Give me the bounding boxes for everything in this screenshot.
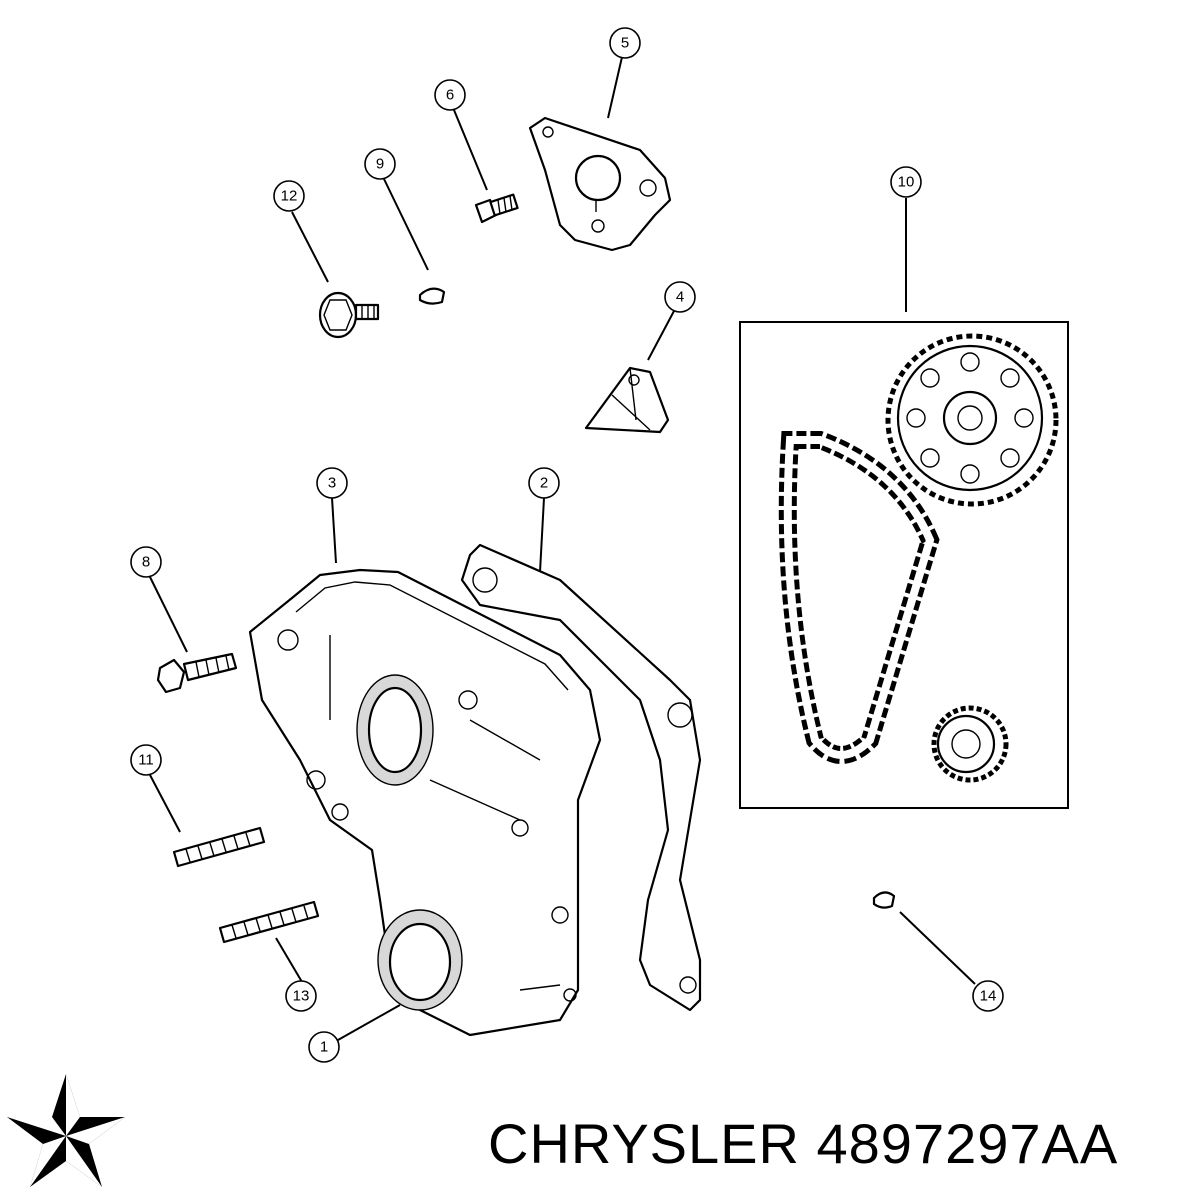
callout-13: 13 xyxy=(285,980,317,1012)
key-14-drawing xyxy=(872,891,896,909)
callout-12: 12 xyxy=(273,180,305,212)
gasket-drawing xyxy=(460,543,702,1012)
brand-caption: CHRYSLER 4897297AA xyxy=(488,1112,1188,1176)
callout-5-label: 5 xyxy=(621,35,629,52)
callout-4-label: 4 xyxy=(676,289,684,306)
callout-3-label: 3 xyxy=(328,475,336,492)
timing-chain-drawing xyxy=(778,431,940,764)
crankshaft-sprocket-drawing xyxy=(931,705,1009,783)
callout-13-label: 13 xyxy=(293,988,310,1005)
stud-13-drawing xyxy=(218,900,320,944)
stud-11-drawing xyxy=(172,826,266,868)
timing-cover-drawing xyxy=(248,568,602,1037)
callout-2: 2 xyxy=(528,467,560,499)
bracket-drawing xyxy=(584,366,670,434)
callout-3: 3 xyxy=(316,467,348,499)
callout-2-label: 2 xyxy=(540,475,548,492)
callout-9: 9 xyxy=(364,148,396,180)
callout-1: 1 xyxy=(308,1031,340,1063)
part-number: 4897297AA xyxy=(816,1112,1119,1175)
camshaft-sprocket-drawing xyxy=(885,333,1059,507)
callout-11-label: 11 xyxy=(138,752,154,769)
callout-14: 14 xyxy=(972,980,1004,1012)
callout-6-label: 6 xyxy=(446,87,454,104)
callout-10: 10 xyxy=(890,166,922,198)
callout-11: 11 xyxy=(130,744,162,776)
callout-8: 8 xyxy=(130,546,162,578)
pentastar-icon xyxy=(7,1074,125,1187)
callout-4: 4 xyxy=(664,281,696,313)
callout-10-label: 10 xyxy=(898,174,915,191)
timing-set-box xyxy=(739,321,1069,809)
bolt-12-drawing xyxy=(318,291,380,339)
brand-name: CHRYSLER xyxy=(488,1112,800,1175)
callout-1-label: 1 xyxy=(320,1039,328,1056)
plate-drawing xyxy=(528,116,672,252)
bolt-6-drawing xyxy=(474,193,519,224)
callout-14-label: 14 xyxy=(980,988,997,1005)
callout-12-label: 12 xyxy=(281,188,298,205)
bolt-8-drawing xyxy=(156,652,238,694)
callout-5: 5 xyxy=(609,27,641,59)
callout-8-label: 8 xyxy=(142,554,150,571)
key-9-drawing xyxy=(418,287,446,305)
callout-9-label: 9 xyxy=(376,156,384,173)
callout-6: 6 xyxy=(434,79,466,111)
leader-lines xyxy=(149,56,976,1041)
